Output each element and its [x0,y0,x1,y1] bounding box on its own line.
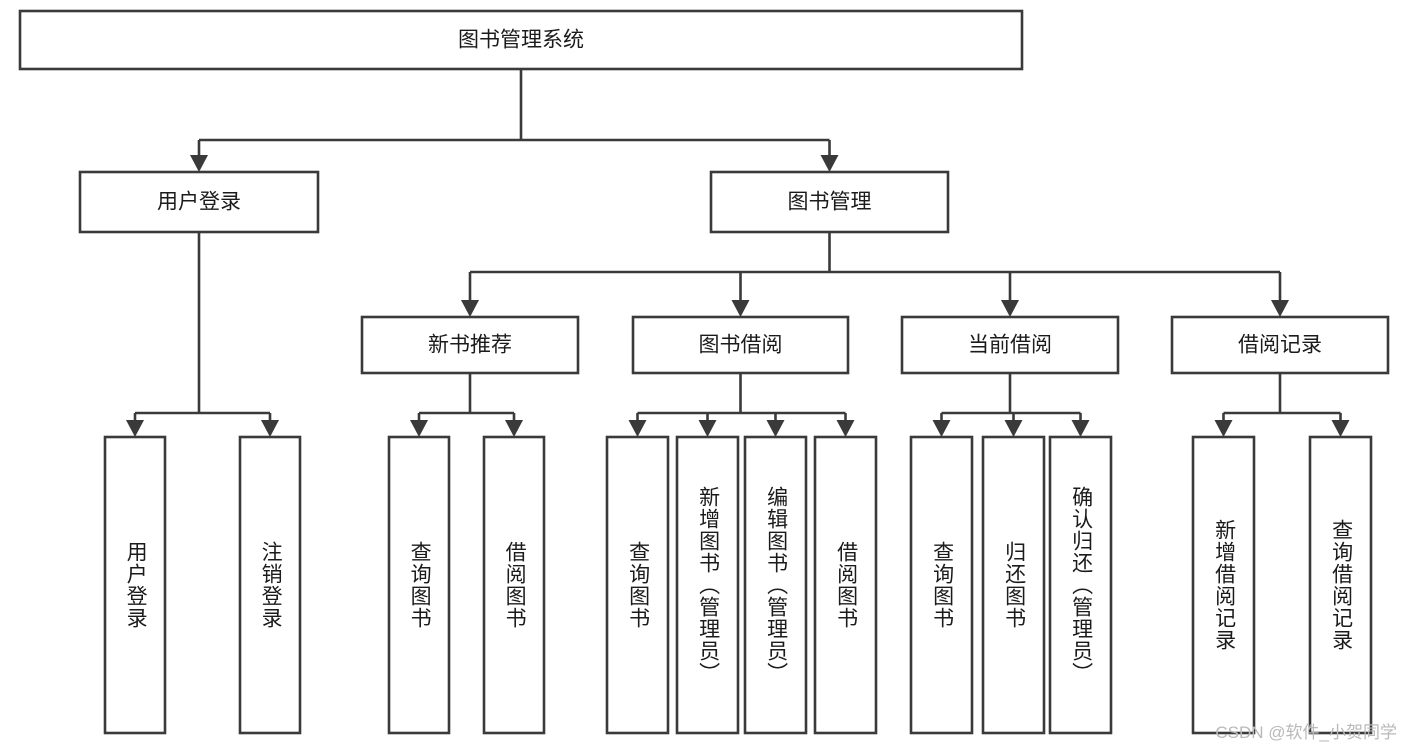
arrow-head-icon [1071,420,1090,437]
node-box-leaf-logout[interactable] [238,435,302,735]
node-box-borrow-record[interactable] [1170,315,1390,375]
arrow-head-icon [1001,300,1019,317]
node-label-new-book-recommend: 新书推荐 [428,334,512,357]
arrow-head-icon [820,155,839,172]
node-box-leaf-user-login[interactable] [103,435,167,735]
node-box-leaf-query-book-current[interactable] [909,435,974,735]
arrow-head-icon [628,420,647,437]
arrow-head-icon [932,420,951,437]
node-label-root: 图书管理系统 [458,29,584,52]
node-box-user-login[interactable] [78,170,320,234]
node-box-new-book-recommend[interactable] [360,315,580,375]
arrow-head-icon [505,420,523,437]
arrow-head-icon [1331,420,1350,437]
node-box-book-management[interactable] [709,170,950,234]
node-label-book-management: 图书管理 [788,191,872,214]
arrow-head-icon [126,420,144,437]
connectors-layer [126,69,1350,437]
arrow-head-icon [1271,300,1289,317]
node-box-leaf-add-book[interactable] [675,435,740,735]
arrow-head-icon [1214,420,1233,437]
watermark-text: CSDN @软件_小贺同学 [1215,723,1397,742]
node-box-leaf-borrow-book[interactable] [813,435,878,735]
node-box-leaf-query-book-borrow[interactable] [605,435,670,735]
node-box-leaf-query-book-recommend[interactable] [387,435,451,735]
arrow-head-icon [766,420,785,437]
arrow-head-icon [1004,420,1023,437]
boxes-layer [18,9,1390,735]
arrow-head-icon [731,300,750,317]
node-box-leaf-edit-book[interactable] [743,435,808,735]
node-box-book-borrow[interactable] [631,315,850,375]
arrow-head-icon [261,420,279,437]
arrow-head-icon [410,420,428,437]
arrow-head-icon [698,420,717,437]
node-box-current-borrow[interactable] [900,315,1120,375]
node-box-root[interactable] [18,9,1024,71]
arrow-head-icon [461,300,479,317]
node-label-borrow-record: 借阅记录 [1238,334,1322,357]
node-box-leaf-borrow-book-recommend[interactable] [482,435,546,735]
node-box-leaf-add-borrow-record[interactable] [1191,435,1256,735]
arrow-head-icon [836,420,855,437]
node-label-book-borrow: 图书借阅 [699,334,783,357]
node-label-current-borrow: 当前借阅 [968,334,1052,357]
node-label-user-login: 用户登录 [157,191,241,214]
node-box-leaf-return-book[interactable] [981,435,1046,735]
node-box-leaf-confirm-return[interactable] [1048,435,1113,735]
node-box-leaf-query-borrow-record[interactable] [1308,435,1373,735]
arrow-head-icon [190,155,208,172]
